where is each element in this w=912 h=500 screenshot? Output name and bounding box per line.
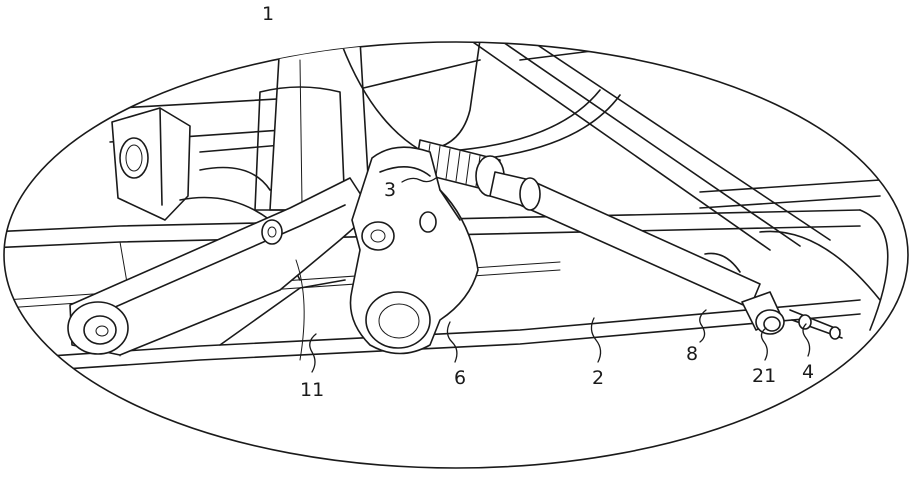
label-part-3: 3	[384, 179, 396, 201]
label-part-8: 8	[686, 343, 698, 365]
label-part-1: 1	[262, 3, 274, 25]
connecting-rod	[489, 171, 761, 309]
rod-end	[741, 291, 843, 340]
label-part-11: 11	[300, 379, 324, 401]
label-part-2: 2	[592, 367, 604, 389]
swing-arm	[67, 177, 373, 361]
label-part-6: 6	[454, 367, 466, 389]
diagonal-strut	[469, 42, 831, 251]
assembly-drawing	[4, 42, 889, 375]
mounting-bracket	[111, 107, 191, 221]
lever-plate	[349, 146, 479, 355]
detail-view-ellipse	[3, 41, 909, 469]
label-part-4: 4	[802, 361, 814, 383]
label-part-21: 21	[752, 365, 776, 387]
